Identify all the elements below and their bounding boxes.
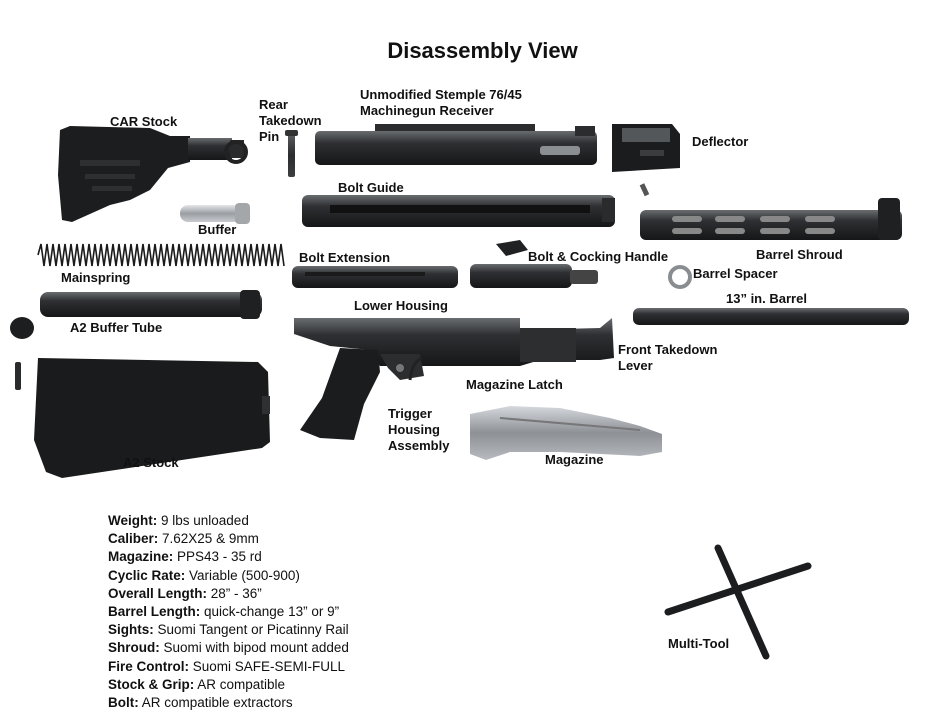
spec-shroud: Shroud: Suomi with bipod mount added [108,640,349,656]
buffer-part [180,203,250,224]
label-multi-tool: Multi-Tool [668,636,730,651]
multi-tool-part [664,544,812,660]
shroud-pin-part [639,183,650,197]
spec-caliber: Caliber: 7.62X25 & 9mm [108,531,259,547]
trigger-housing-part [300,348,424,440]
label-mainspring: Mainspring [61,270,131,285]
barrel-part [633,308,909,325]
deflector-part [612,124,680,172]
car-stock-part [58,126,248,222]
spec-magazine: Magazine: PPS43 - 35 rd [108,549,262,565]
magazine-part [470,406,662,460]
label-bolt-extension: Bolt Extension [299,250,391,265]
spec-overall-length: Overall Length: 28” - 36” [108,585,262,601]
label-car-stock: CAR Stock [110,114,178,129]
bolt-guide-part [302,195,615,227]
mainspring-part [37,243,285,267]
spec-cyclic-rate: Cyclic Rate: Variable (500-900) [108,567,300,583]
page-title: Disassembly View [387,38,578,63]
label-front-takedown-lever: Front Takedown Lever [618,342,718,373]
a2-buffer-tube-part [40,290,262,319]
barrel-shroud-part [640,198,902,240]
label-deflector: Deflector [692,134,749,149]
label-bolt-cocking-handle: Bolt & Cocking Handle [528,249,669,264]
buffer-tube-nut-part [10,317,34,339]
spec-list: Weight: 9 lbs unloaded Caliber: 7.62X25 … [108,512,349,712]
label-buffer: Buffer [198,222,237,237]
receiver-part [315,124,597,165]
label-a2-buffer-tube: A2 Buffer Tube [70,320,163,335]
bolt-cocking-handle-part [470,240,598,288]
spec-barrel-length: Barrel Length: quick-change 13” or 9” [108,604,340,620]
label-magazine-latch: Magazine Latch [466,377,563,392]
spec-bolt: Bolt: AR compatible extractors [108,695,293,711]
label-barrel: 13” in. Barrel [726,291,807,306]
label-lower-housing: Lower Housing [354,298,448,313]
label-bolt-guide: Bolt Guide [338,180,404,195]
bolt-extension-part [292,266,458,288]
label-barrel-spacer: Barrel Spacer [693,266,778,281]
spec-fire-control: Fire Control: Suomi SAFE-SEMI-FULL [108,658,346,674]
spec-stock-grip: Stock & Grip: AR compatible [108,676,286,692]
a2-stock-part [34,358,270,478]
label-receiver: Unmodified Stemple 76/45 Machinegun Rece… [360,87,522,118]
label-a2-stock: A2 Stock [123,455,179,470]
label-magazine: Magazine [545,452,604,467]
label-trigger-housing: Trigger Housing Assembly [388,406,450,453]
barrel-spacer-part [668,265,692,289]
spec-sights: Sights: Suomi Tangent or Picatinny Rail [108,622,349,638]
stock-screw-part [15,362,21,390]
rear-takedown-pin-part [285,130,298,177]
spec-weight: Weight: 9 lbs unloaded [108,513,249,528]
label-barrel-shroud: Barrel Shroud [756,247,843,262]
label-rear-takedown-pin: Rear Takedown Pin [259,97,322,144]
